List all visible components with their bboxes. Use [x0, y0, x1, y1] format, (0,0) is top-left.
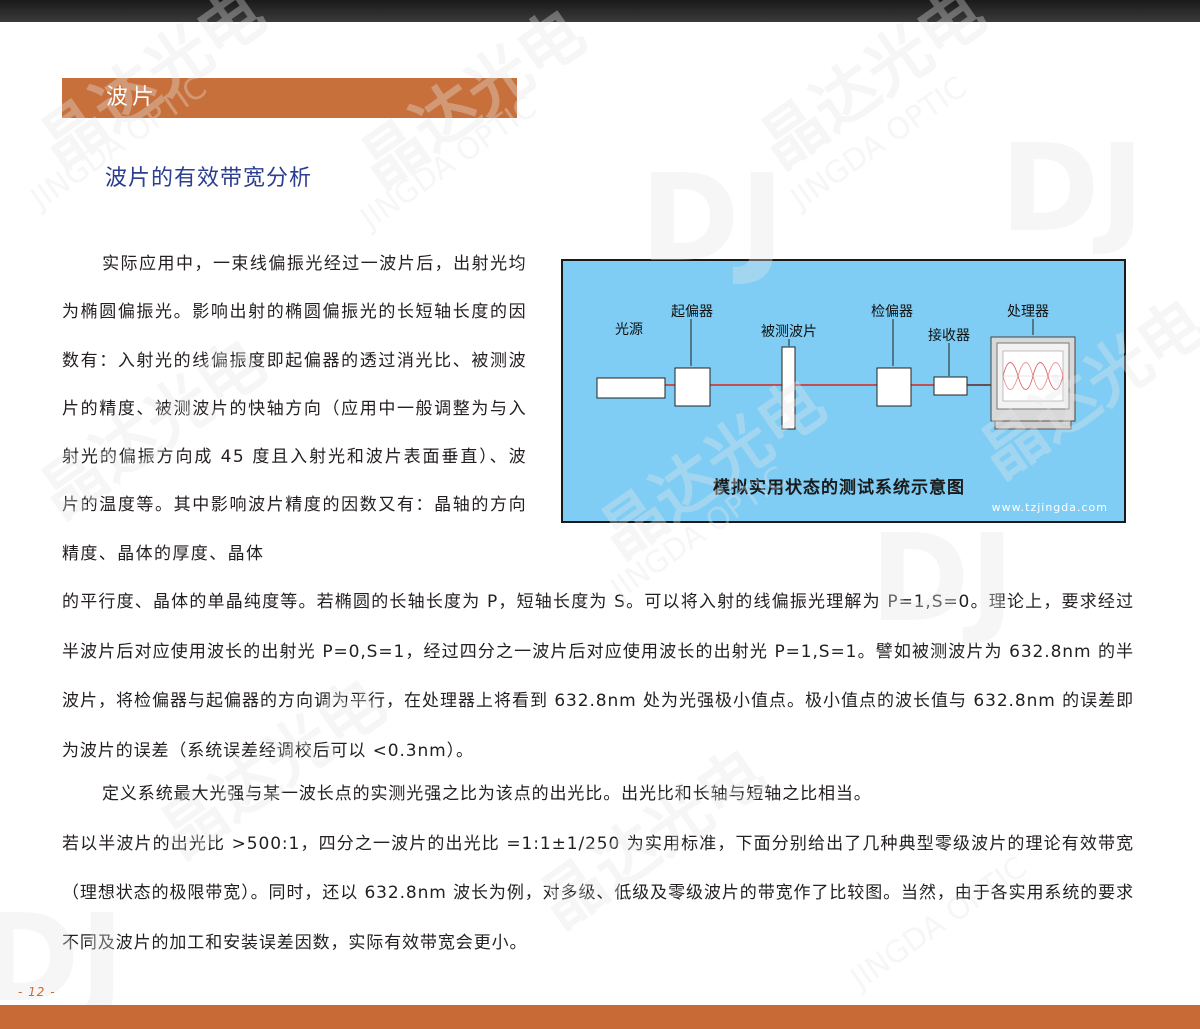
polarizer-box [674, 367, 711, 407]
label-receiver: 接收器 [928, 328, 970, 344]
paragraph-intro-text: 实际应用中，一束线偏振光经过一波片后，出射光均为椭圆偏振光。影响出射的椭圆偏振光… [62, 254, 527, 564]
paragraph-intro: 实际应用中，一束线偏振光经过一波片后，出射光均为椭圆偏振光。影响出射的椭圆偏振光… [62, 240, 527, 578]
page-number: - 12 - [18, 985, 56, 999]
waveplate-box [781, 346, 796, 430]
top-bar [0, 0, 1200, 22]
watermark-logo-2: DJ [1000, 120, 1144, 259]
label-polarizer: 起偏器 [671, 304, 713, 320]
processor-monitor [990, 336, 1076, 430]
paragraph-extinction-ratio-rest: 若以半波片的出光比 >500:1，四分之一波片的出光比 =1:1±1/250 为… [62, 833, 1134, 953]
receiver-box [933, 376, 968, 396]
light-source-box [596, 377, 666, 399]
watermark-brand-cn-3: 晶达光电 [747, 0, 999, 183]
diagram-url: www.tzjingda.com [991, 501, 1108, 514]
paragraph-extinction-ratio: 定义系统最大光强与某一波长点的实测光强之比为该点的出光比。出光比和长轴与短轴之比… [62, 770, 1134, 968]
section-banner: 波片 [62, 78, 517, 118]
diagram-caption: 模拟实用状态的测试系统示意图 [713, 478, 965, 498]
watermark-brand-en-3: JINGDA OPTIC [783, 70, 973, 218]
section-title: 波片 [106, 85, 159, 110]
bottom-bar [0, 1005, 1200, 1029]
diagram-canvas [563, 261, 1124, 521]
test-system-diagram: 光源 起偏器 被测波片 检偏器 接收器 处理器 模拟实用状态的测试系统示意图 w… [561, 259, 1126, 523]
paragraph-intro-continued: 的平行度、晶体的单晶纯度等。若椭圆的长轴长度为 P，短轴长度为 S。可以将入射的… [62, 592, 1134, 761]
analyzer-box [876, 367, 912, 407]
label-processor: 处理器 [1007, 304, 1049, 320]
page-subtitle: 波片的有效带宽分析 [105, 166, 313, 191]
paragraph-extinction-ratio-line1: 定义系统最大光强与某一波长点的实测光强之比为该点的出光比。出光比和长轴与短轴之比… [102, 784, 872, 804]
label-test-waveplate: 被测波片 [761, 324, 817, 340]
label-analyzer: 检偏器 [871, 304, 913, 320]
label-light-source: 光源 [615, 322, 643, 338]
